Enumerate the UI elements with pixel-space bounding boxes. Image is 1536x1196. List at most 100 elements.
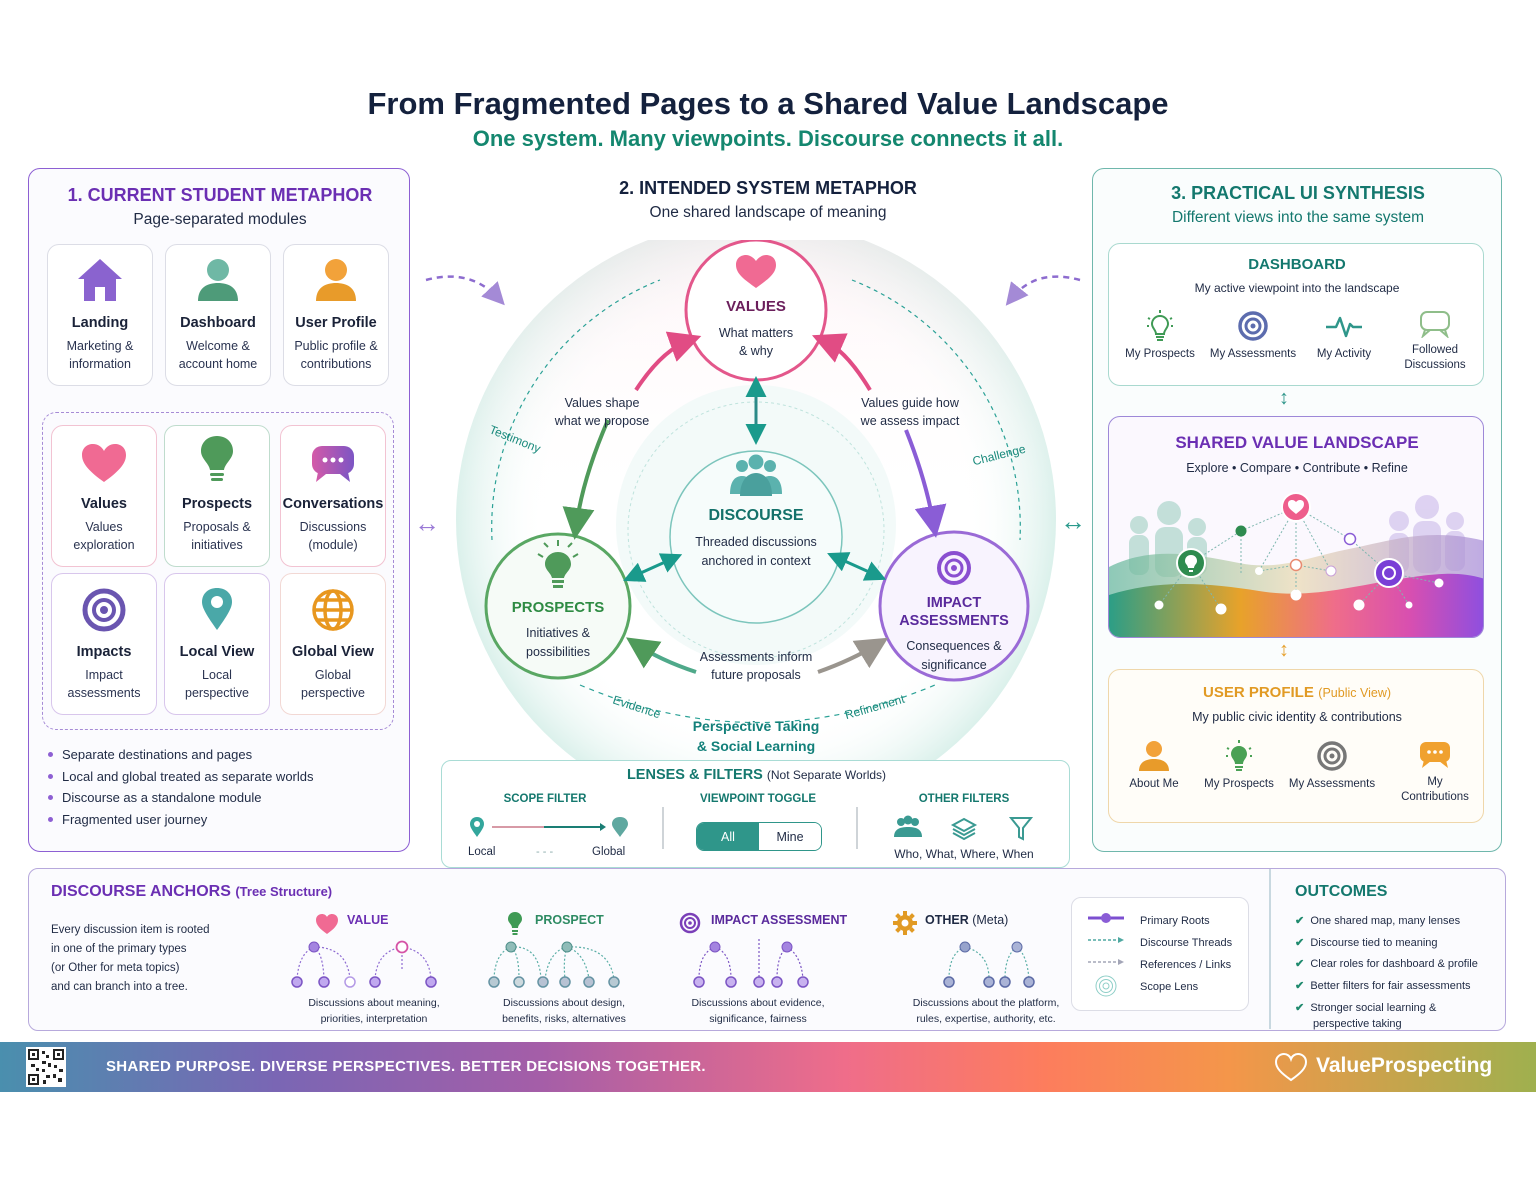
card-title: Conversations — [282, 496, 384, 512]
card-desc: Public profile & — [294, 339, 378, 353]
module-group — [42, 412, 394, 730]
card-dashboard[interactable]: Dashboard Welcome &account home — [165, 244, 271, 386]
double-arrow-left-icon: ↔ — [414, 508, 440, 538]
dashboard-item-my-assessments[interactable]: My Assessments — [1206, 310, 1300, 362]
profile-item-my-prospects[interactable]: My Prospects — [1197, 740, 1281, 792]
impact-tree — [693, 939, 809, 988]
card-desc: Proposals & — [183, 520, 251, 534]
profile-title-note: (Public View) — [1318, 686, 1392, 700]
double-arrow-right-icon: ↔ — [1060, 506, 1086, 536]
target-icon — [82, 588, 126, 632]
dashboard-item-label: My Activity — [1316, 348, 1372, 360]
arrow-to-values-left — [634, 331, 702, 392]
user-profile-box[interactable]: USER PROFILE (Public View) My public civ… — [1108, 669, 1484, 823]
card-desc: Local — [202, 668, 232, 682]
brand-name[interactable]: ValueProspecting — [1316, 1054, 1493, 1077]
ring-bottom-label: Perspective Taking& Social Learning — [656, 716, 856, 756]
globe-icon — [312, 589, 354, 631]
profile-item-my-contributions[interactable]: My Contributions — [1391, 740, 1479, 805]
card-title: Landing — [71, 315, 129, 331]
section1-bullets: Separate destinations and pages Local an… — [46, 744, 314, 830]
lenses-filters-panel: LENSES & FILTERS (Not Separate Worlds) S… — [441, 760, 1070, 868]
viewpoint-toggle[interactable]: All Mine — [696, 822, 822, 851]
anchor-type-desc: Discussions about evidence,significance,… — [663, 995, 853, 1027]
ring-bottom-line: & Social Learning — [696, 738, 816, 754]
values-title: VALUES — [726, 298, 786, 315]
arrow-prospects-discourse — [623, 553, 683, 582]
scope-slider[interactable] — [466, 815, 631, 839]
updown-arrow-icon: ↕ — [1279, 639, 1289, 661]
anchors-title-note: (Tree Structure) — [235, 884, 333, 899]
anchors-title-text: DISCOURSE ANCHORS — [51, 883, 231, 900]
prospect-tree — [488, 941, 620, 988]
anchors-intro-line: Every discussion item is rooted — [51, 924, 210, 936]
card-desc: Marketing & — [66, 339, 134, 353]
card-landing[interactable]: Landing Marketing &information — [47, 244, 153, 386]
section2-subheading: One shared landscape of meaning — [649, 204, 887, 221]
dashboard-item-followed-discussions[interactable]: Followed Discussions — [1389, 310, 1481, 373]
dashboard-item-my-activity[interactable]: My Activity — [1299, 310, 1389, 362]
card-conversations[interactable]: Conversations Discussions (module) — [280, 425, 386, 567]
discourse-title: DISCOURSE — [708, 507, 804, 524]
system-diagram — [425, 240, 1081, 770]
edge-label-line: Values guide how — [861, 396, 959, 410]
values-desc: What matters& why — [656, 324, 856, 360]
profile-item-label: About Me — [1129, 778, 1179, 790]
divider — [856, 807, 858, 849]
landscape-impact-node — [1374, 558, 1404, 588]
outcome-item: ✔ Stronger social learning &perspective … — [1295, 1000, 1478, 1032]
anchor-type-desc: Discussions about meaning,priorities, in… — [279, 995, 469, 1027]
lightbulb-icon — [201, 436, 233, 481]
card-prospects[interactable]: Prospects Proposals &initiatives — [164, 425, 270, 567]
impact-desc-line: significance — [921, 658, 987, 672]
profile-item-label: My — [1427, 776, 1443, 788]
prospects-desc-line: possibilities — [526, 645, 590, 659]
person-icon — [198, 259, 238, 301]
toggle-option-mine[interactable]: Mine — [759, 823, 821, 850]
card-desc: Global — [314, 668, 352, 682]
outcomes-title: OUTCOMES — [1295, 883, 1388, 900]
card-title: Dashboard — [180, 315, 256, 331]
house-icon — [78, 259, 122, 301]
impact-title-line: IMPACT — [926, 595, 982, 611]
other-filters-caption: Who, What, Where, When — [894, 847, 1034, 861]
card-desc: (module) — [308, 538, 358, 552]
card-user-profile[interactable]: User Profile Public profile &contributio… — [283, 244, 389, 386]
card-title: Global View — [292, 644, 374, 660]
toggle-option-all[interactable]: All — [697, 823, 759, 850]
prospects-desc: Initiatives &possibilities — [478, 624, 638, 662]
anchors-intro-line: and can branch into a tree. — [51, 981, 188, 993]
dashboard-box[interactable]: DASHBOARD My active viewpoint into the l… — [1108, 243, 1484, 386]
landscape-box[interactable]: SHARED VALUE LANDSCAPE Explore • Compare… — [1108, 416, 1484, 638]
bullet-item: Local and global treated as separate wor… — [46, 766, 314, 788]
legend-labels: Primary Roots Discourse Threads Referenc… — [1140, 910, 1232, 998]
dashboard-item-my-prospects[interactable]: My Prospects — [1115, 310, 1205, 362]
heart-icon — [82, 444, 126, 482]
outcome-item: ✔ One shared map, many lenses — [1295, 911, 1478, 933]
legend-scope-lens-icon — [1095, 975, 1117, 997]
layers-filter-icon — [950, 817, 978, 841]
footer-slogan: SHARED PURPOSE. DIVERSE PERSPECTIVES. BE… — [106, 1058, 706, 1075]
legend-discourse-threads-icon — [1088, 937, 1124, 943]
qr-code-icon[interactable] — [26, 1047, 66, 1087]
dashboard-desc: My active viewpoint into the landscape — [1194, 281, 1400, 295]
arrow-impact-discourse — [827, 552, 887, 581]
profile-title-text: USER PROFILE — [1202, 684, 1314, 701]
profile-item-my-assessments[interactable]: My Assessments — [1285, 740, 1379, 792]
card-desc: assessments — [67, 686, 141, 700]
outcome-text: One shared map, many lenses — [1310, 915, 1461, 927]
profile-item-about-me[interactable]: About Me — [1115, 740, 1193, 792]
section2-heading: 2. INTENDED SYSTEM METAPHOR — [619, 178, 917, 198]
card-desc: Discussions — [299, 520, 367, 534]
anchors-intro: Every discussion item is rooted in one o… — [51, 921, 210, 997]
anchor-desc-line: priorities, interpretation — [320, 1013, 428, 1025]
landscape-title: SHARED VALUE LANDSCAPE — [1175, 433, 1419, 452]
discourse-desc-line: Threaded discussions — [695, 535, 817, 549]
card-desc: Values — [85, 520, 123, 534]
profile-item-label: Contributions — [1401, 791, 1469, 803]
